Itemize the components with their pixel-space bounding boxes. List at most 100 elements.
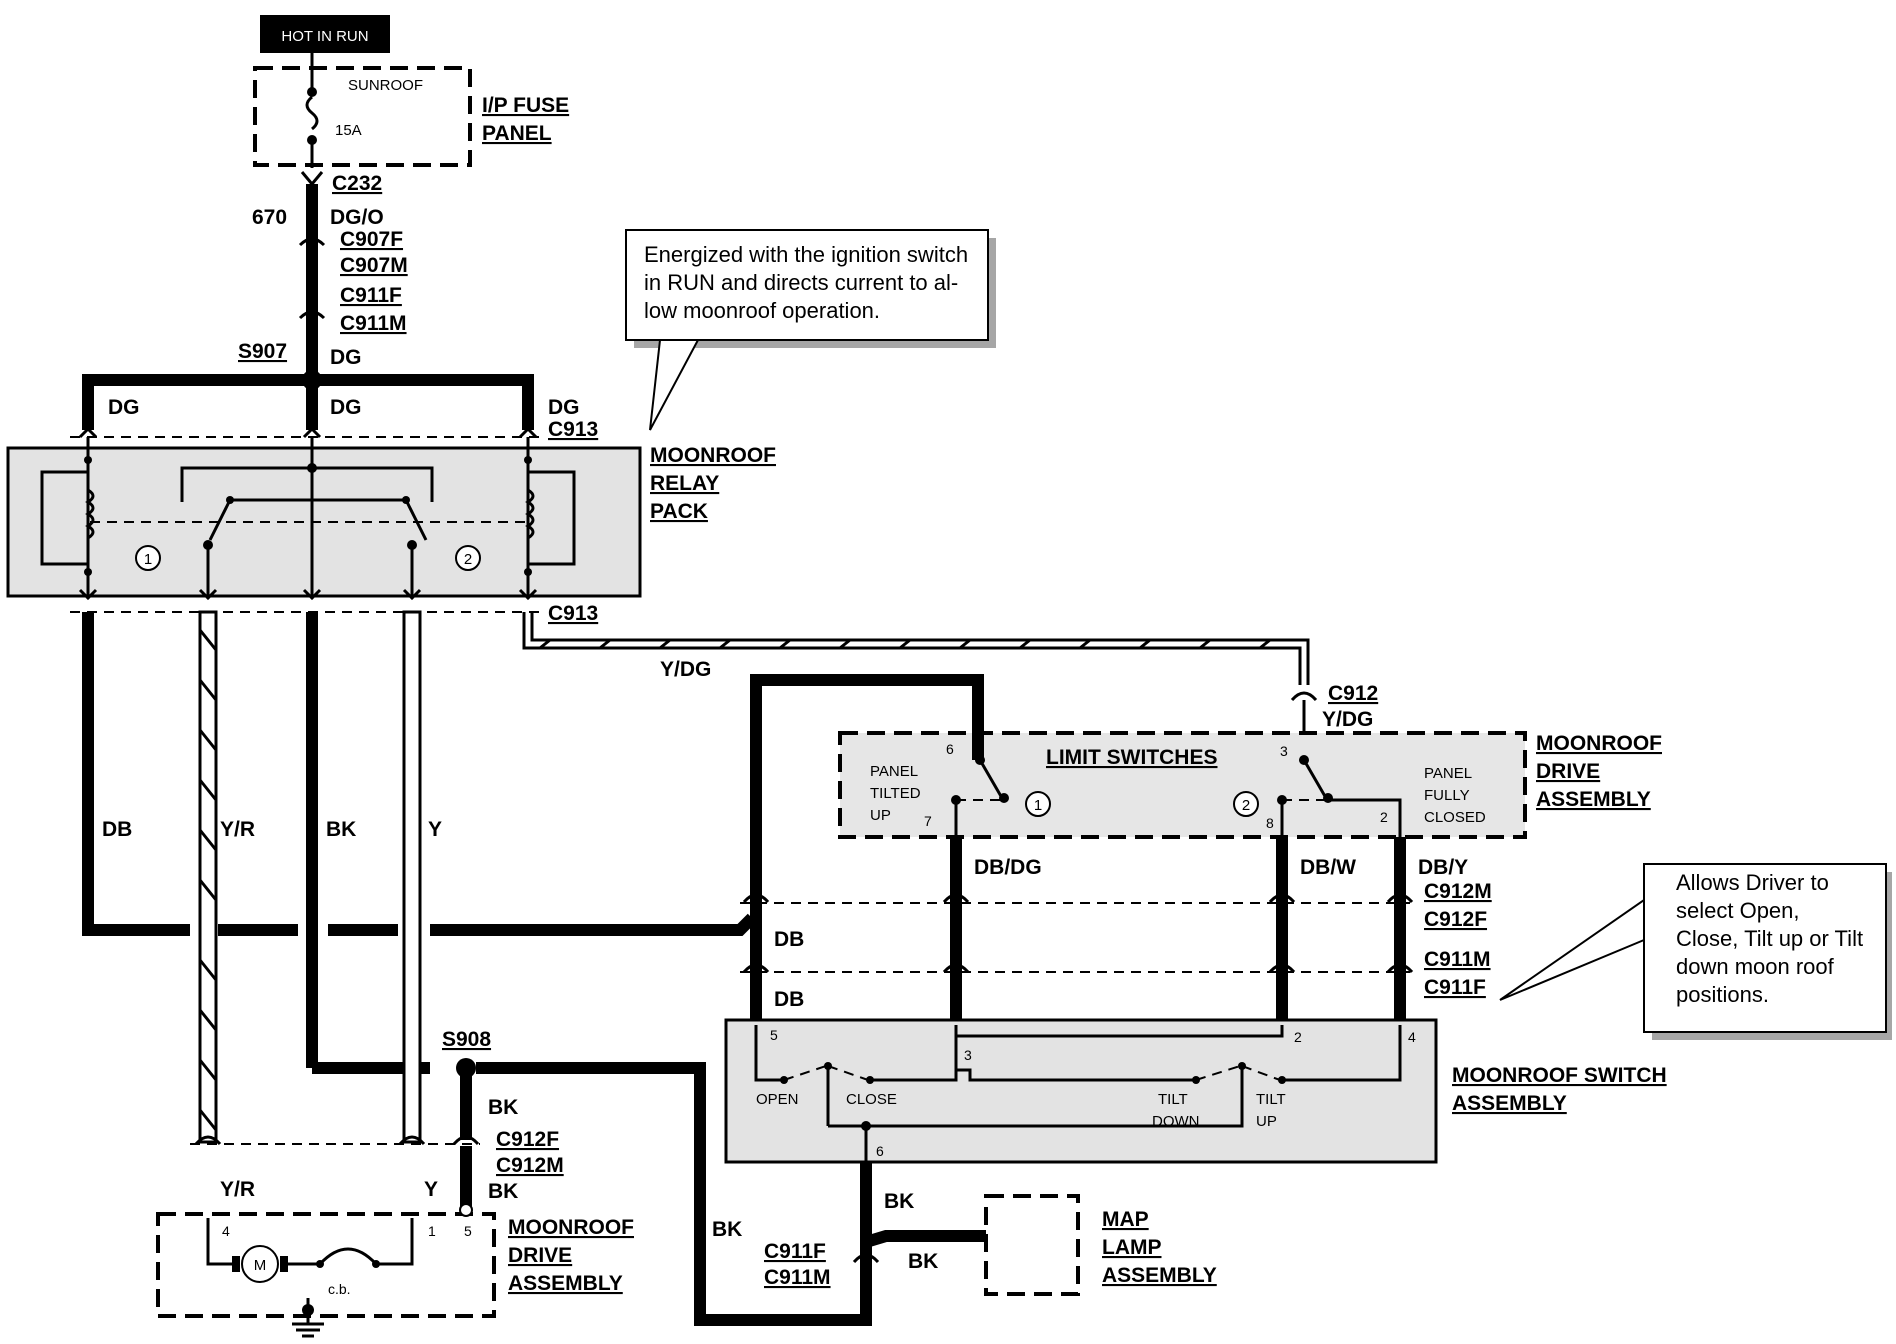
sw-pin-6: 6 [876,1143,884,1159]
conn-c912m-left: C912M [496,1154,564,1177]
sw-tilt-up-2: UP [1256,1113,1277,1130]
motor-symbol [241,1245,279,1283]
conn-c911f-right: C911F [1424,976,1486,999]
wire-dbw-label: DB/W [1300,856,1356,879]
relay-input-3: DG [548,396,580,419]
limit-switch-1-num: 1 [1034,797,1042,814]
drive-left-label-2: DRIVE [508,1244,572,1267]
callout-right-line-2: select Open, [1676,898,1800,923]
drive-right-label-2: DRIVE [1536,760,1600,783]
feed-color: DG/O [330,206,384,229]
ground-icon [292,1322,324,1338]
callout-right-line-5: positions. [1676,982,1769,1007]
circuit-breaker-symbol [318,1247,378,1266]
map-lamp-label-1: MAP [1102,1208,1149,1231]
callout-right-box [1643,863,1887,1033]
relay-pack-label-2: RELAY [650,472,719,495]
hot-in-run-box [260,15,390,53]
bk-label-2: BK [488,1180,518,1203]
wire-db-label: DB [102,818,132,841]
fuse-panel-box [253,66,472,167]
sw-pin-5: 5 [770,1027,778,1043]
limit-right-1: PANEL [1424,765,1472,782]
splice-s907-color: DG [330,346,362,369]
conn-c911f: C911F [340,284,402,307]
relay-pack-label-3: PACK [650,500,708,523]
limit-pin-6: 6 [946,741,954,757]
wire-yr-label: Y/R [220,818,255,841]
callout-right-line-4: down moon roof [1676,954,1835,979]
drive-left-wire-yr: Y/R [220,1178,255,1201]
splice-s907-label: S907 [238,340,287,363]
sw-pin-4: 4 [1408,1029,1416,1045]
map-lamp-label-2: LAMP [1102,1236,1162,1259]
sw-tilt-down-1: TILT [1158,1091,1188,1108]
limit-pin-2: 2 [1380,809,1388,825]
wire-db-label-2: DB [774,988,804,1011]
fuse-rating: 15A [335,122,362,139]
limit-left-1: PANEL [870,763,918,780]
wire-y [402,610,422,1144]
limit-left-2: TILTED [870,785,921,802]
wire-y-label: Y [428,818,442,841]
limit-switch-2-marker [1233,791,1259,817]
drive-left-label-3: ASSEMBLY [508,1272,623,1295]
relay-1-marker [135,545,161,571]
limit-right-3: CLOSED [1424,809,1486,826]
limit-conn: C912 [1328,682,1378,705]
conn-c912f-left: C912F [496,1128,559,1151]
wire-db-top [750,674,984,1025]
bk-label-5: BK [908,1250,938,1273]
callout-top-line-3: low moonroof operation. [644,298,880,323]
circuit-number: 670 [252,206,287,229]
breaker-label: c.b. [328,1281,351,1297]
wire-db-relay [82,612,190,936]
limit-in-color: Y/DG [1322,708,1373,731]
relay-2-marker [455,545,481,571]
sw-open: OPEN [756,1091,799,1108]
sw-tilt-up-1: TILT [1256,1091,1286,1108]
relay-input-1: DG [108,396,140,419]
wire-db-label-1: DB [774,928,804,951]
drive-pin-1: 1 [428,1223,436,1239]
conn-c911m-right: C911M [1424,948,1491,971]
drive-left-wire-y: Y [424,1178,438,1201]
conn-c911m-bottom: C911M [764,1266,831,1289]
hot-in-run-label: HOT IN RUN [281,28,368,45]
bk-label-4: BK [884,1190,914,1213]
wire-bk-label: BK [326,818,356,841]
drive-pin-5: 5 [464,1223,472,1239]
callout-top-line-1: Energized with the ignition switch [644,242,968,267]
splice-s908-label: S908 [442,1028,491,1051]
sw-pin-3: 3 [964,1047,972,1063]
map-lamp-box [984,1194,1080,1296]
wire-bk-ground [476,1062,872,1326]
fuse-symbol [305,95,319,131]
limit-switch-1-marker [1025,791,1051,817]
bk-label-1: BK [488,1096,518,1119]
relay-pack-box [6,446,642,598]
conn-c907f: C907F [340,228,403,251]
limit-right-2: FULLY [1424,787,1470,804]
conn-c911m: C911M [340,312,407,335]
limit-left-3: UP [870,807,891,824]
limit-pin-8: 8 [1266,815,1274,831]
motor-label: M [254,1257,267,1274]
drive-left-label-1: MOONROOF [508,1216,634,1239]
wire-ydg-label: Y/DG [660,658,711,681]
drive-pin-4: 4 [222,1223,230,1239]
sw-pin-2: 2 [1294,1029,1302,1045]
conn-c912m: C912M [1424,880,1492,903]
callout-right-line-3: Close, Tilt up or Tilt [1676,926,1863,951]
drive-right-label-1: MOONROOF [1536,732,1662,755]
conn-c232: C232 [332,172,382,195]
relay-conn-top: C913 [548,418,598,441]
relay-input-2: DG [330,396,362,419]
fuse-panel-label-2: PANEL [482,122,552,145]
callout-top-line-2: in RUN and directs current to al- [644,270,958,295]
limit-switch-box [838,731,1527,839]
limit-pin-7: 7 [924,813,932,829]
limit-title: LIMIT SWITCHES [1046,746,1218,769]
limit-pin-3: 3 [1280,743,1288,759]
